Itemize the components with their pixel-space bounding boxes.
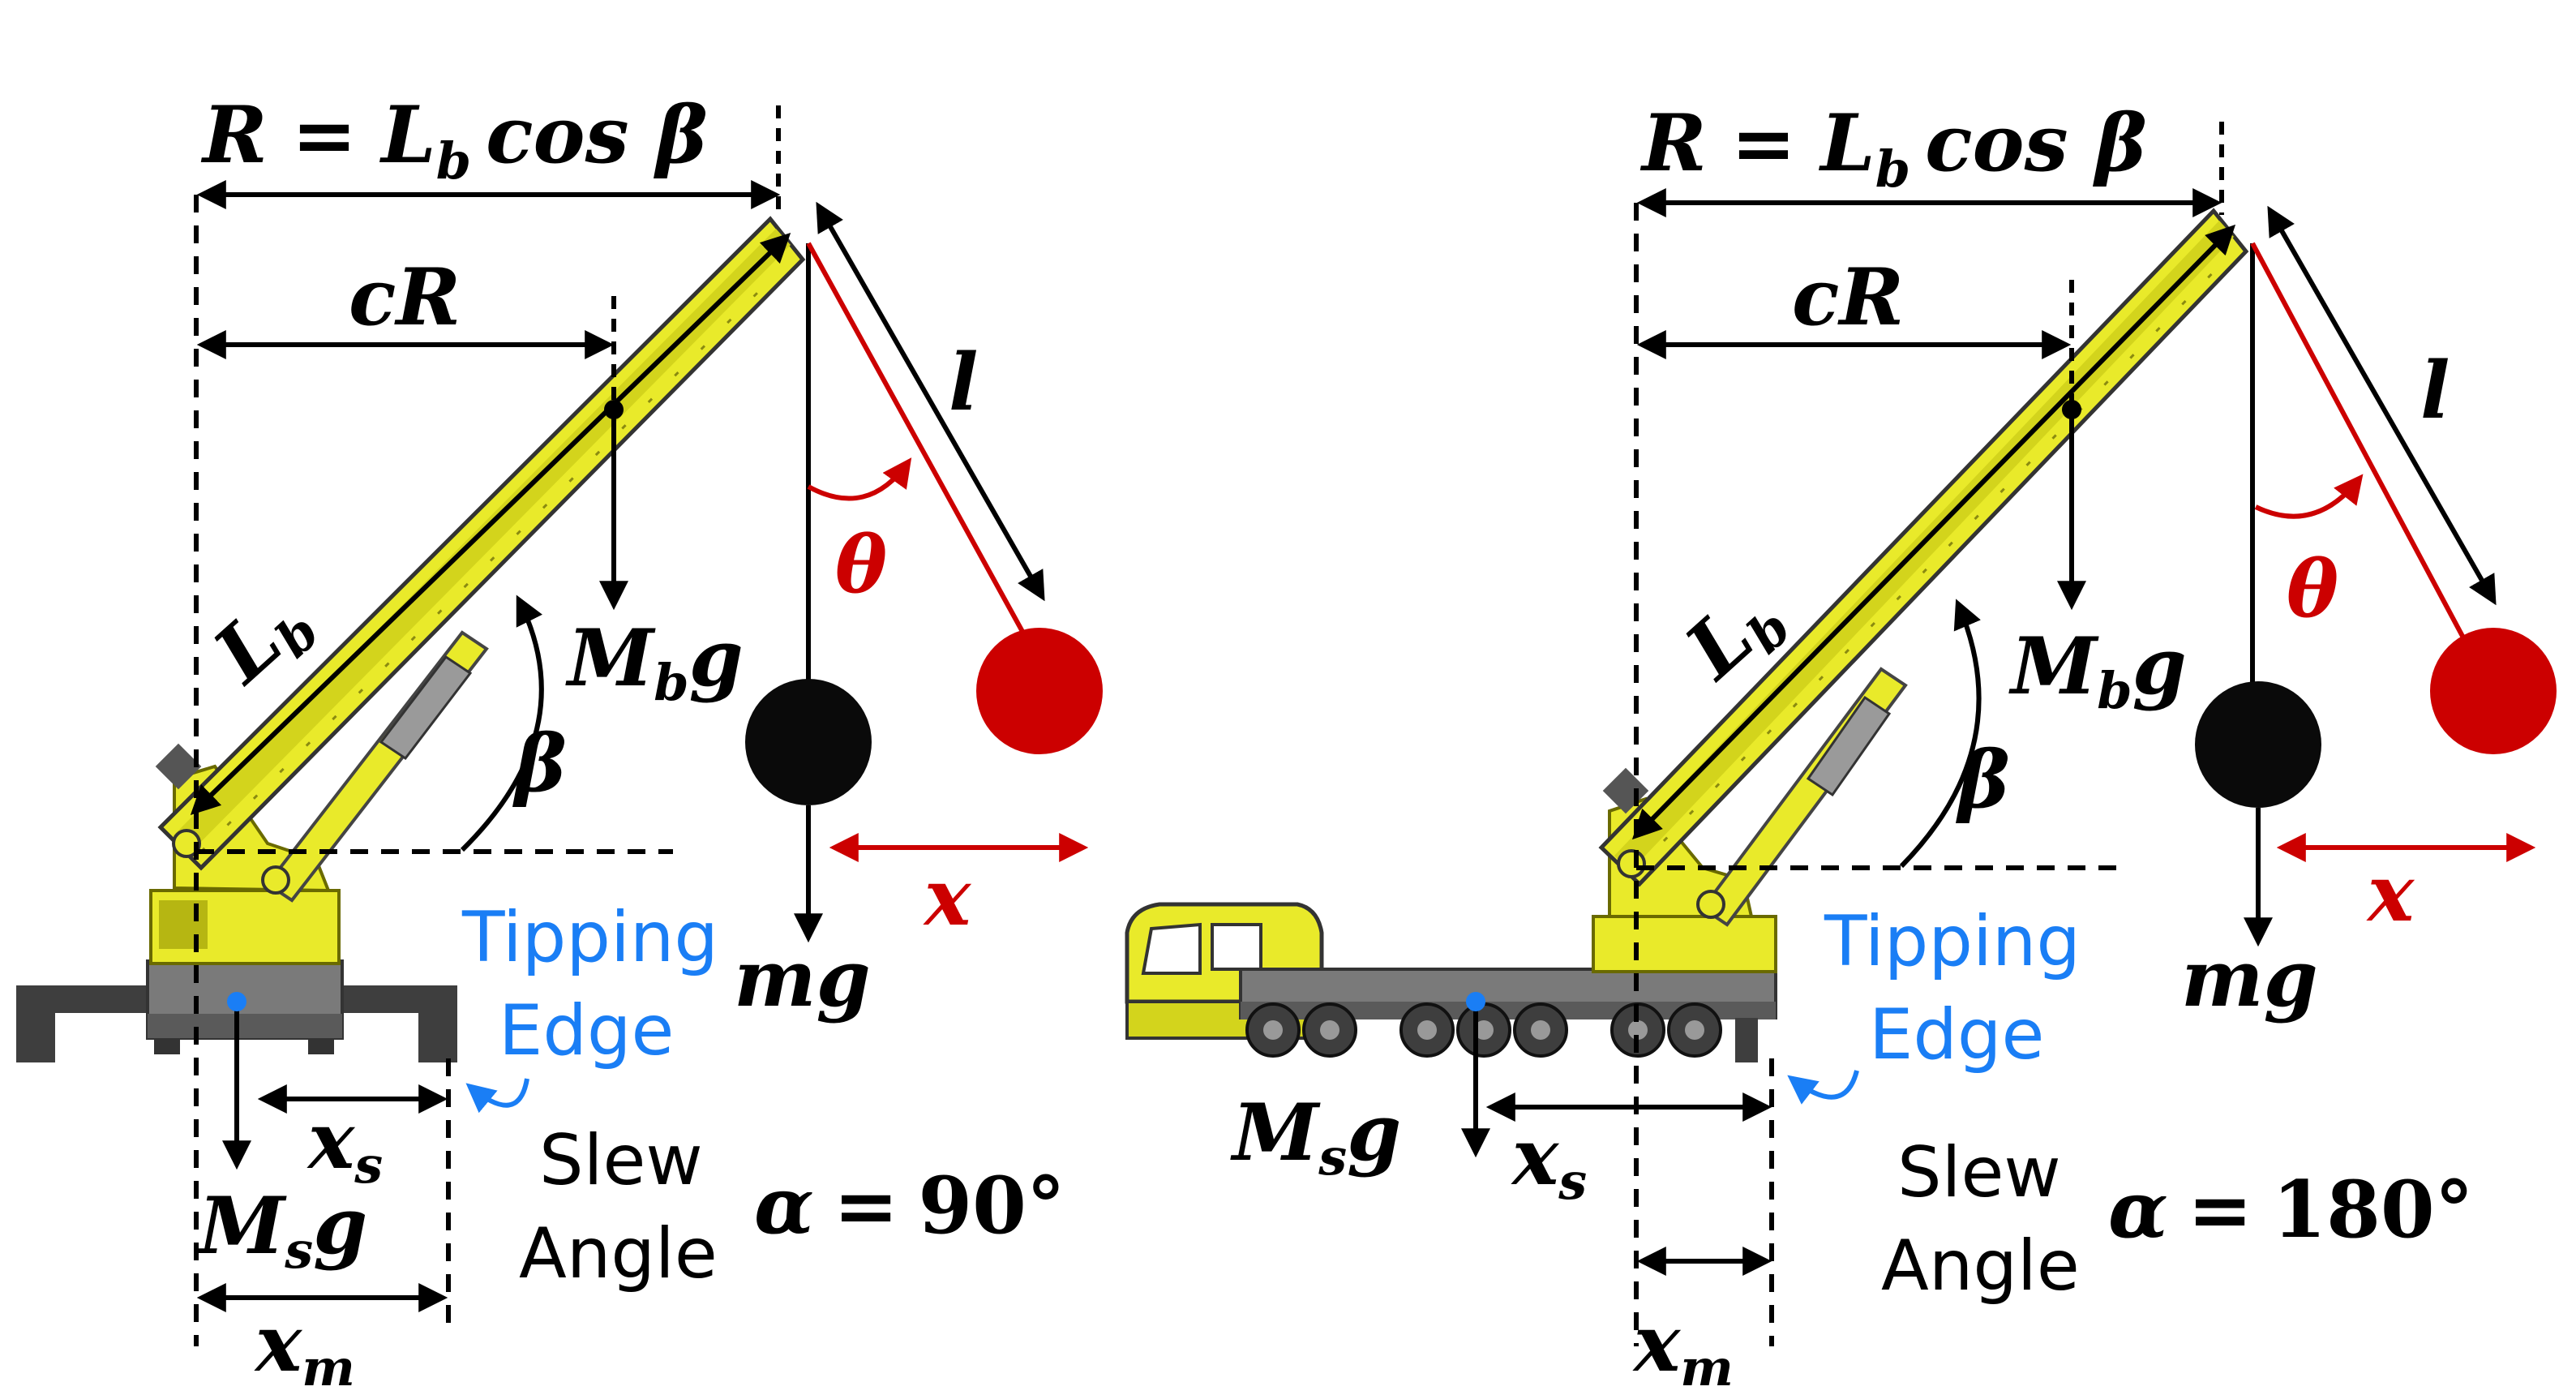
xs-label-left: xs <box>306 1095 383 1195</box>
swinging-cable-right <box>2250 242 2467 642</box>
swinging-load-right <box>2430 628 2557 754</box>
tipping-pointer-right <box>1787 1070 1859 1105</box>
x-label-right: x <box>2366 848 2415 939</box>
boom-weight-label-left: Mbg <box>565 612 744 712</box>
tipping-edge-label-right-2: Edge <box>1869 994 2044 1075</box>
boom-cg-dot-right <box>2062 400 2081 419</box>
boom-length-arrow-left <box>190 232 791 816</box>
slew-label-left-1: Slew <box>539 1120 703 1201</box>
rope-length-label-left: l <box>949 337 978 428</box>
alpha-label-left: α=90° <box>754 1160 1065 1251</box>
alpha-label-right: α=180° <box>2108 1164 2474 1256</box>
tipping-edge-label-left-1: Tipping <box>461 897 718 978</box>
swinging-cable-left <box>806 242 1032 646</box>
load-weight-label-right: mg <box>2181 933 2318 1024</box>
outrigger-chassis-left <box>16 959 457 1062</box>
slew-label-right-2: Angle <box>1881 1225 2080 1307</box>
x-label-left: x <box>923 852 972 943</box>
cr-label-left: cR <box>349 251 461 343</box>
boom-weight-label-right: Mbg <box>2008 620 2187 720</box>
ms-label-right: Msg <box>1230 1087 1401 1187</box>
rope-length-arrow-right <box>2267 205 2497 606</box>
slew-label-left-2: Angle <box>519 1213 718 1294</box>
beta-label-left: β <box>512 718 567 809</box>
load-weight-label-left: mg <box>734 933 871 1024</box>
xm-label-left: xm <box>254 1298 355 1395</box>
swinging-load-left <box>976 628 1103 754</box>
ms-label-left: Msg <box>196 1180 367 1280</box>
cr-label-right: cR <box>1792 251 1904 343</box>
boom-length-arrow-right <box>1631 224 2236 840</box>
tipping-edge-label-right-1: Tipping <box>1824 901 2081 982</box>
boom-length-label-right: Lb <box>1666 568 1802 704</box>
beta-label-right: β <box>1956 734 2010 826</box>
theta-arc-left <box>807 457 912 501</box>
boom-cg-dot-left <box>604 400 624 419</box>
chassis-cg-dot-right <box>1466 992 1485 1011</box>
beta-arc-right <box>1899 599 1982 869</box>
xm-label-right: xm <box>1632 1298 1734 1395</box>
tipping-pointer-left <box>465 1078 529 1114</box>
load-at-rest-right <box>2195 681 2321 808</box>
beta-arc-left <box>460 594 544 852</box>
theta-label-left: θ <box>835 519 887 611</box>
load-at-rest-left <box>745 679 872 805</box>
theta-label-right: θ <box>2287 543 2338 635</box>
tipping-edge-label-left-2: Edge <box>499 990 674 1071</box>
chassis-cg-dot-left <box>227 992 246 1011</box>
slew-label-right-1: Slew <box>1897 1132 2061 1213</box>
rope-length-arrow-left <box>816 201 1045 602</box>
theta-arc-right <box>2254 474 2364 519</box>
xs-label-right: xs <box>1511 1111 1587 1211</box>
rope-length-label-right: l <box>2420 345 2450 436</box>
truck-chassis <box>1239 968 1777 1062</box>
